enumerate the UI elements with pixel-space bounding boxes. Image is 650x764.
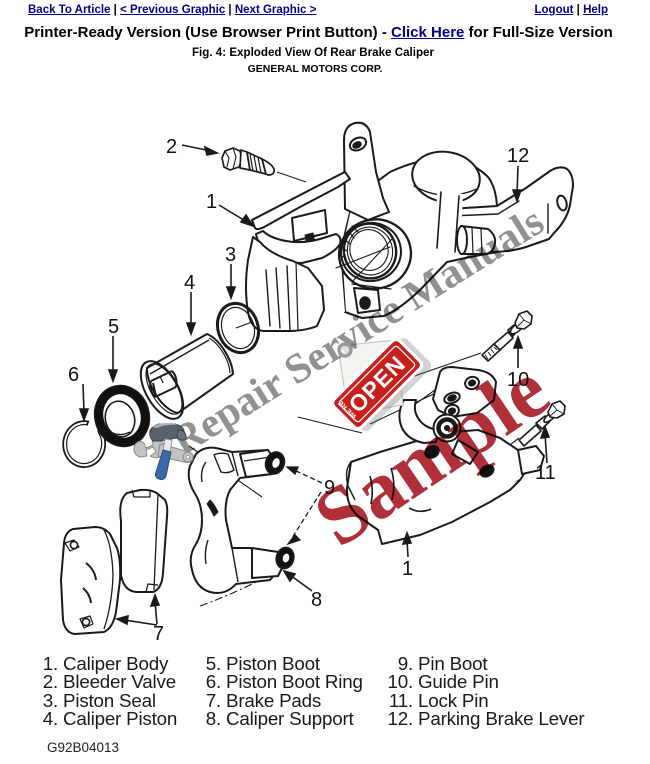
svg-text:1: 1 [206,191,217,213]
svg-text:1: 1 [402,558,413,580]
svg-text:6: 6 [68,364,79,386]
svg-text:5: 5 [108,316,119,338]
svg-text:7: 7 [153,623,164,645]
svg-text:10: 10 [507,369,529,391]
svg-text:11: 11 [535,462,556,484]
svg-text:12: 12 [507,145,529,167]
svg-text:3: 3 [225,244,236,266]
svg-text:8: 8 [311,589,322,611]
svg-text:9: 9 [324,477,335,499]
svg-text:2: 2 [166,136,177,158]
svg-text:4: 4 [184,272,195,294]
